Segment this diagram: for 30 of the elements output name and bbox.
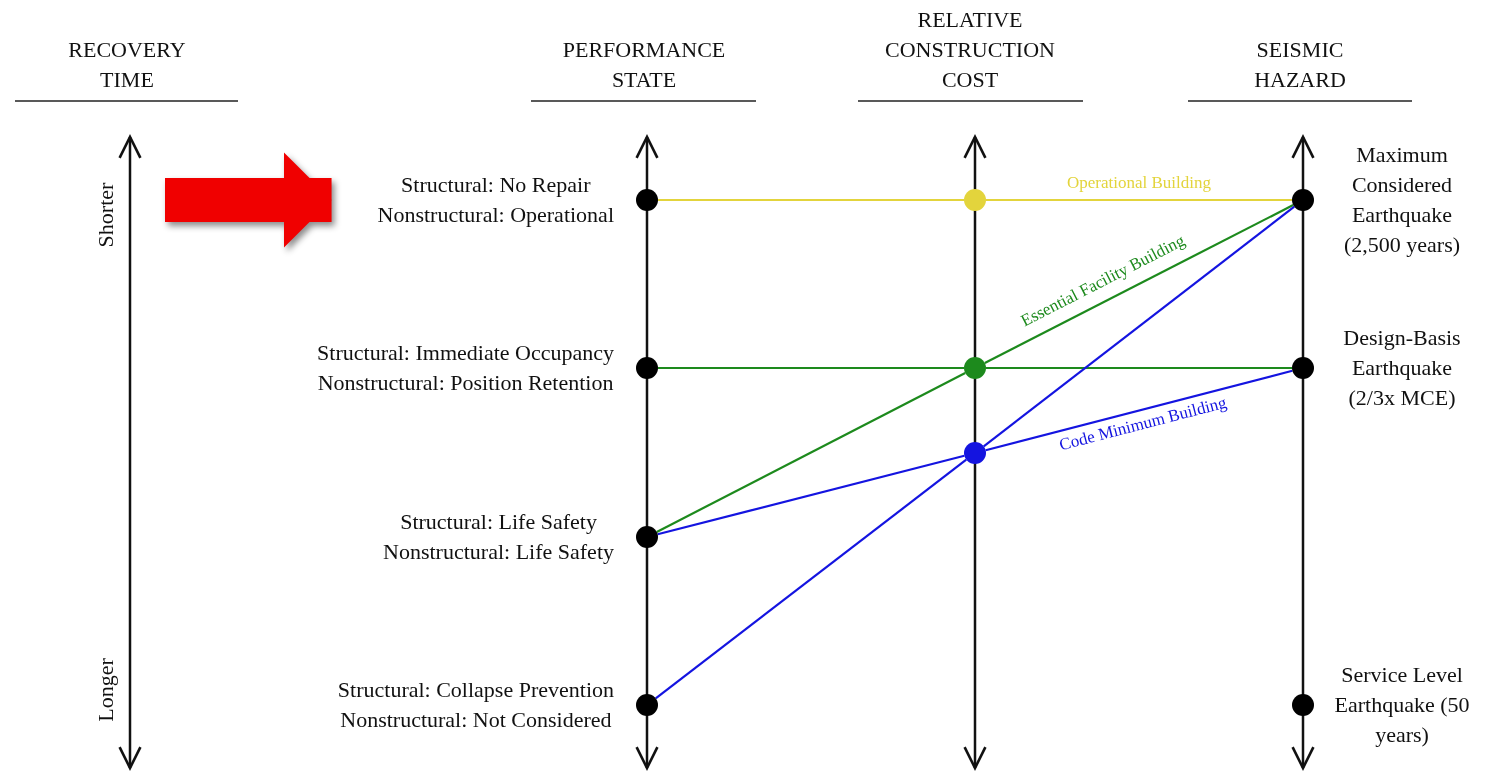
column-header: SEISMIC HAZARD [1253, 36, 1347, 94]
connector-line [986, 198, 1292, 202]
hazard-level-text: Maximum Considered Earthquake (2,500 years) [1342, 141, 1462, 259]
performance-state-text: Nonstructural: Position Retention [317, 369, 614, 397]
block-arrow [165, 152, 332, 248]
column-header: PERFORMANCE STATE [561, 36, 727, 94]
performance-state-text: Structural: Collapse Prevention [337, 676, 614, 704]
connector-line [658, 366, 964, 370]
connector-line [984, 204, 1294, 364]
performance-state-text: Nonstructural: Not Considered [339, 706, 613, 734]
performance-state-text: Structural: No Repair [400, 171, 592, 199]
connector-line [656, 372, 966, 533]
connector-line [985, 369, 1293, 452]
performance-state-text: Structural: Immediate Occupancy [317, 339, 614, 367]
connector-line [983, 205, 1295, 448]
axis-label: Longer [94, 658, 118, 722]
axis-label: Shorter [94, 182, 118, 248]
performance-state-text: Structural: Life Safety [399, 508, 598, 536]
performance-state-text: Nonstructural: Operational [377, 201, 614, 229]
connector-line [655, 458, 967, 700]
performance-state-text: Nonstructural: Life Safety [383, 538, 614, 566]
edge-label: Operational Building [1067, 173, 1211, 193]
edge-label: Code Minimum Building [1056, 392, 1229, 456]
hazard-level-text: Design-Basis Earthquake (2/3x MCE) [1342, 324, 1462, 412]
column-header: RELATIVE CONSTRUCTION COST [884, 6, 1056, 94]
column-header: RECOVERY TIME [67, 36, 187, 94]
connector-line [986, 366, 1292, 370]
hazard-level-text: Service Level Earthquake (50 years) [1333, 661, 1471, 749]
connector-line [657, 454, 965, 536]
connector-line [658, 198, 964, 202]
